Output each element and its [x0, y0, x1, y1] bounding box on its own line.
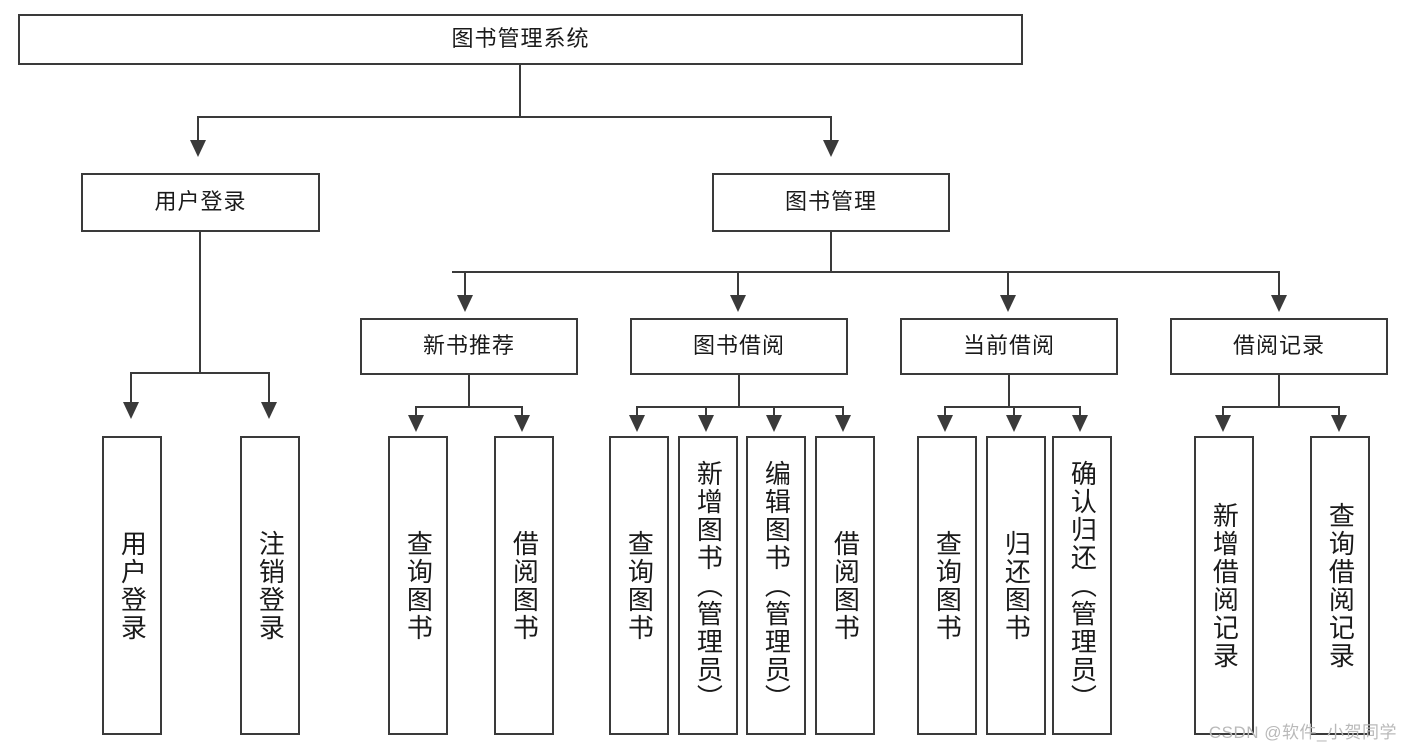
connector-leg-l3-1	[464, 271, 466, 298]
arrowhead-bb-1	[629, 415, 645, 432]
arrowhead-l3-3	[1000, 295, 1016, 312]
arrowhead-cb-1	[937, 415, 953, 432]
node-label: 归还图书	[1001, 529, 1032, 642]
connector-leg-nbr-1	[415, 406, 417, 418]
arrowhead-br-1	[1215, 415, 1231, 432]
arrowhead-br-2	[1331, 415, 1347, 432]
connector-leg-l3-3	[1007, 271, 1009, 298]
connector-leg-br-1	[1222, 406, 1224, 418]
arrowhead-cb-2	[1006, 415, 1022, 432]
node-label: 查询图书	[932, 529, 963, 642]
connector-leg-br-2	[1338, 406, 1340, 418]
leaf-new-book-borrow[interactable]: 借阅图书	[494, 436, 554, 735]
node-borrow-record[interactable]: 借阅记录	[1170, 318, 1388, 375]
leaf-current-borrow-return[interactable]: 归还图书	[986, 436, 1046, 735]
connector-user-login-drop	[199, 232, 201, 373]
leaf-user-login-logout[interactable]: 注销登录	[240, 436, 300, 735]
connector-leg-nbr-2	[521, 406, 523, 418]
connector-leg-l3-4	[1278, 271, 1280, 298]
node-label: 图书借阅	[692, 333, 785, 359]
node-label: 图书管理	[784, 189, 877, 215]
node-root-system[interactable]: 图书管理系统	[18, 14, 1023, 65]
leaf-book-borrow-edit[interactable]: 编辑图书（管理员）	[746, 436, 806, 735]
leaf-current-borrow-query[interactable]: 查询图书	[917, 436, 977, 735]
connector-bus-user-login	[130, 372, 270, 374]
connector-leg-ul-1	[130, 372, 132, 405]
arrowhead-bb-2	[698, 415, 714, 432]
arrowhead-book-mgmt	[823, 140, 839, 157]
node-label: 用户登录	[117, 529, 148, 642]
arrowhead-l3-1	[457, 295, 473, 312]
node-book-borrow[interactable]: 图书借阅	[630, 318, 848, 375]
leaf-book-borrow-add[interactable]: 新增图书（管理员）	[678, 436, 738, 735]
arrowhead-ul-2	[261, 402, 277, 419]
node-label: 查询图书	[624, 529, 655, 642]
node-label: 编辑图书（管理员）	[761, 459, 792, 712]
connector-leg-cb-2	[1013, 406, 1015, 418]
node-label: 注销登录	[255, 529, 286, 642]
leaf-new-book-query[interactable]: 查询图书	[388, 436, 448, 735]
leaf-borrow-record-add[interactable]: 新增借阅记录	[1194, 436, 1254, 735]
connector-bus-bb	[636, 406, 844, 408]
connector-leg-bb-1	[636, 406, 638, 418]
node-label: 新增图书（管理员）	[693, 459, 724, 712]
connector-leg-cb-3	[1079, 406, 1081, 418]
arrowhead-nbr-1	[408, 415, 424, 432]
connector-book-mgmt-drop	[830, 232, 832, 272]
connector-root-drop	[519, 65, 521, 117]
node-label: 借阅图书	[509, 529, 540, 642]
connector-leg-user-login	[197, 116, 199, 143]
node-label: 借阅记录	[1232, 333, 1325, 359]
node-label: 借阅图书	[830, 529, 861, 642]
node-current-borrow[interactable]: 当前借阅	[900, 318, 1118, 375]
node-label: 当前借阅	[962, 333, 1055, 359]
arrowhead-cb-3	[1072, 415, 1088, 432]
node-label: 图书管理系统	[451, 26, 590, 52]
leaf-user-login-login[interactable]: 用户登录	[102, 436, 162, 735]
arrowhead-bb-4	[835, 415, 851, 432]
connector-leg-l3-2	[737, 271, 739, 298]
connector-cb-drop	[1008, 375, 1010, 408]
connector-bus-level3	[452, 271, 1280, 273]
leaf-borrow-record-query[interactable]: 查询借阅记录	[1310, 436, 1370, 735]
connector-br-drop	[1278, 375, 1280, 408]
connector-leg-cb-1	[944, 406, 946, 418]
arrowhead-user-login	[190, 140, 206, 157]
csdn-watermark: CSDN @软件_小贺同学	[1208, 723, 1397, 742]
node-new-book-recommend[interactable]: 新书推荐	[360, 318, 578, 375]
leaf-book-borrow-borrow[interactable]: 借阅图书	[815, 436, 875, 735]
connector-bus-br	[1222, 406, 1340, 408]
arrowhead-bb-3	[766, 415, 782, 432]
node-label: 查询图书	[403, 529, 434, 642]
node-label: 新书推荐	[422, 333, 515, 359]
connector-leg-bb-2	[705, 406, 707, 418]
node-label: 查询借阅记录	[1325, 501, 1356, 670]
arrowhead-nbr-2	[514, 415, 530, 432]
connector-leg-bb-3	[773, 406, 775, 418]
connector-bus-nbr	[415, 406, 523, 408]
node-label: 确认归还（管理员）	[1067, 459, 1098, 712]
node-user-login[interactable]: 用户登录	[81, 173, 320, 232]
connector-leg-ul-2	[268, 372, 270, 405]
arrowhead-l3-4	[1271, 295, 1287, 312]
connector-leg-book-mgmt	[830, 116, 832, 143]
arrowhead-ul-1	[123, 402, 139, 419]
connector-bb-drop	[738, 375, 740, 408]
connector-leg-bb-4	[842, 406, 844, 418]
leaf-current-borrow-confirm-return[interactable]: 确认归还（管理员）	[1052, 436, 1112, 735]
connector-nbr-drop	[468, 375, 470, 408]
node-book-management[interactable]: 图书管理	[712, 173, 950, 232]
node-label: 新增借阅记录	[1209, 501, 1240, 670]
connector-bus-cb	[944, 406, 1080, 408]
leaf-book-borrow-query[interactable]: 查询图书	[609, 436, 669, 735]
node-label: 用户登录	[154, 189, 247, 215]
connector-bus-level2	[197, 116, 832, 118]
arrowhead-l3-2	[730, 295, 746, 312]
